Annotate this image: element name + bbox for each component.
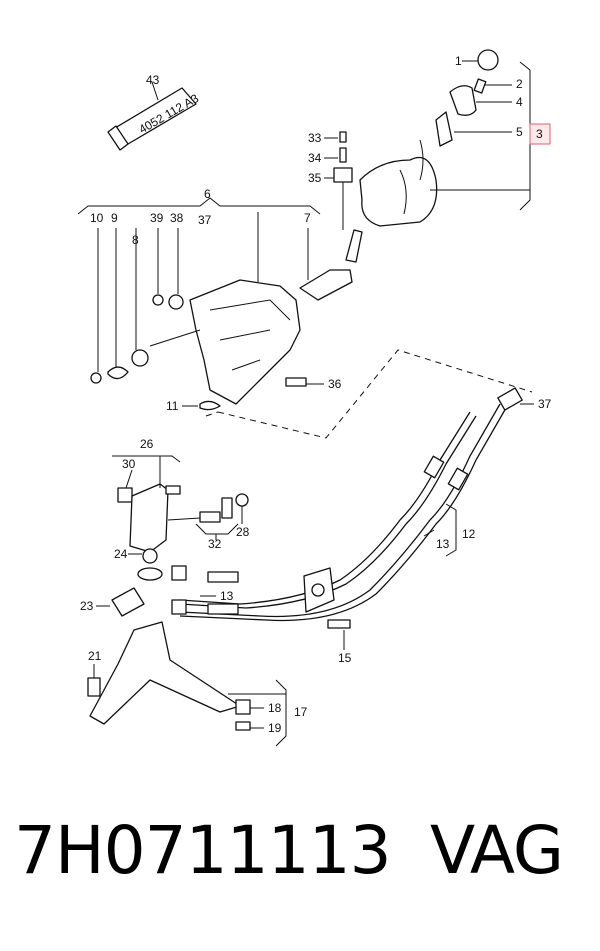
callout-28: 28 [236,525,250,539]
callout-36: 36 [328,377,342,391]
bracket-assembly [111,455,249,617]
shift-housing [90,279,307,411]
brand: VAG [430,812,564,889]
shift-cables [171,387,523,629]
callout-10: 10 [90,211,104,225]
part-number: 7H0711113 [14,812,392,889]
callout-1: 1 [455,54,462,68]
callout-38: 38 [170,211,184,225]
callout-13: 13 [220,589,234,603]
callout-17-label: 17 [294,705,308,719]
callout-15-label: 15 [338,651,352,665]
shift-knob-assembly [299,49,499,301]
callout-5: 5 [516,125,523,139]
callout-3-highlight [529,123,551,145]
callout-23: 23 [80,599,94,613]
callout-34: 34 [308,151,322,165]
callout-13-right: 13 [436,537,450,551]
callout-30: 30 [122,457,136,471]
callout-12: 12 [462,527,476,541]
callout-24: 24 [114,547,128,561]
callout-6: 6 [204,187,211,201]
callout-9: 9 [111,211,118,225]
callout-32-label: 32 [208,537,222,551]
grease-tube: 4052 112 A3 [107,81,201,151]
callout-3: 3 [536,127,543,141]
callout-18: 18 [268,701,282,715]
callout-8: 8 [132,233,139,247]
bolt-stack [333,131,353,230]
callout-7: 7 [304,211,311,225]
callout-4: 4 [516,95,523,109]
callout-33: 33 [308,131,322,145]
callout-37: 37 [538,397,552,411]
callout-39: 39 [150,211,164,225]
callout-21: 21 [88,649,102,663]
lower-mount [87,621,287,747]
callout-26: 26 [140,437,154,451]
callout-37-top: 37 [198,213,212,227]
callout-43: 43 [146,73,160,87]
callout-2: 2 [516,77,523,91]
callout-11: 11 [166,399,179,413]
caption: 7H0711113 VAG [0,812,600,922]
callout-19: 19 [268,721,282,735]
callout-35: 35 [308,171,322,185]
